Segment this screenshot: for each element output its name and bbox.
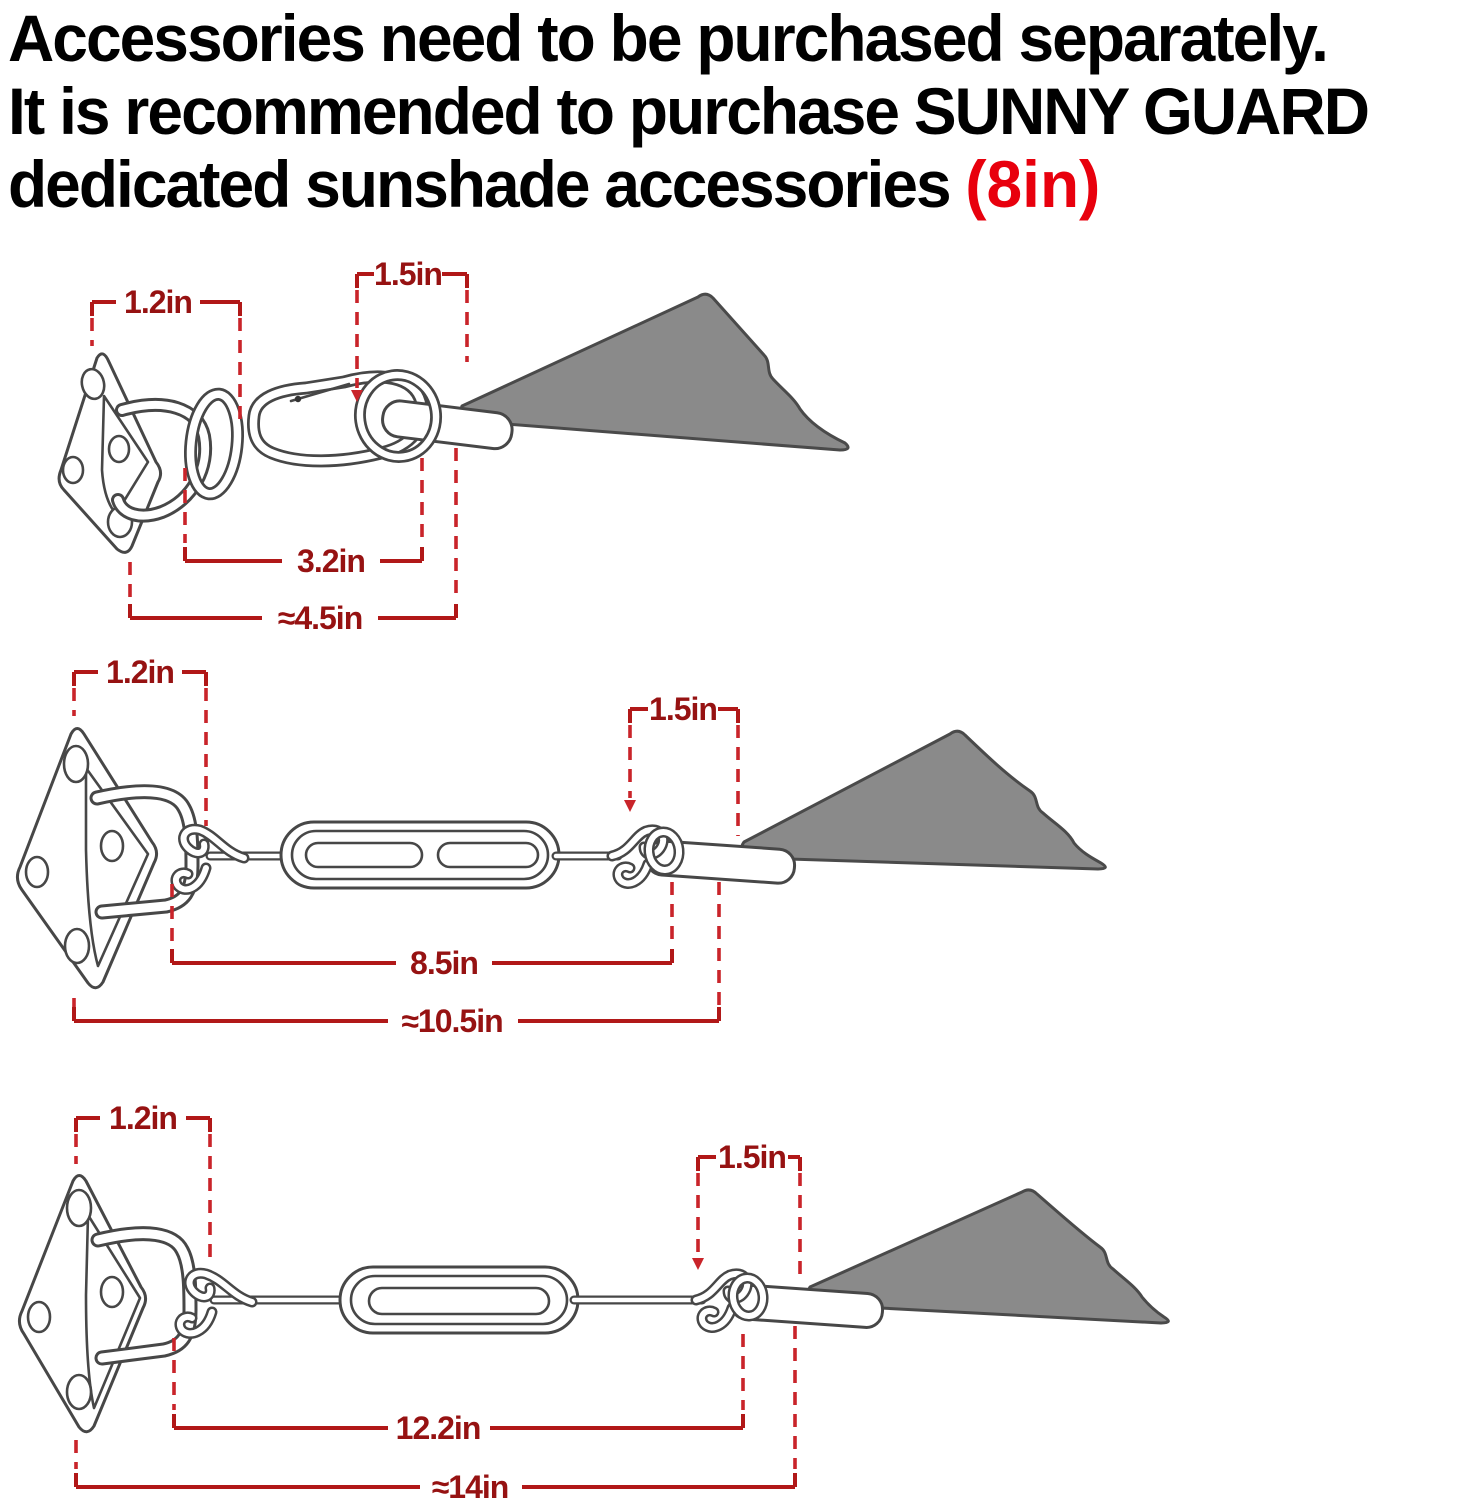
headline-line3: dedicated sunshade accessories(8in): [8, 148, 1368, 221]
headline-line1: Accessories need to be purchased separat…: [8, 1, 1329, 75]
sail-corner: [740, 729, 1107, 871]
webbing-strap: [381, 399, 514, 451]
chain-link: [186, 392, 242, 496]
dim-part-length-1: 3.2in: [183, 458, 424, 579]
headline: Accessories need to be purchased separat…: [8, 1, 1370, 221]
pad-eye: [17, 1174, 190, 1434]
sail-corner: [806, 1188, 1170, 1325]
pad-eye: [15, 727, 192, 990]
dim-label-total-length-2: ≈10.5in: [401, 1003, 502, 1039]
headline-line3-text: dedicated sunshade accessories: [8, 147, 952, 221]
diagram-carabiner-assembly: 1.2in 1.5in 3.2in ≈4.5in: [57, 256, 850, 636]
dim-pad-width-2: 1.2in: [72, 654, 208, 826]
dim-part-length-3: 12.2in: [172, 1334, 745, 1446]
dim-label-part-length-3: 12.2in: [396, 1410, 481, 1446]
dim-label-total-length-3: ≈14in: [432, 1469, 509, 1500]
dim-ring-width-2: 1.5in: [624, 691, 740, 836]
dim-label-ring-width-2: 1.5in: [649, 691, 717, 727]
dim-label-total-length-1: ≈4.5in: [278, 600, 362, 636]
dim-total-length-1: ≈4.5in: [128, 448, 458, 636]
dim-ring-width-1: 1.5in: [351, 256, 469, 402]
headline-line2: It is recommended to purchase SUNNY GUAR…: [8, 74, 1370, 148]
diagram-turnbuckle-long: 1.2in 1.5in 12.2in ≈14in: [17, 1100, 1170, 1500]
dim-part-length-2: 8.5in: [170, 882, 674, 981]
turnbuckle-body: [338, 1265, 580, 1335]
dim-label-ring-width-1: 1.5in: [374, 256, 442, 292]
dim-label-part-length-2: 8.5in: [410, 945, 478, 981]
dim-label-pad-width-1: 1.2in: [124, 284, 192, 320]
diagram-turnbuckle-medium: 1.2in 1.5in 8.5in ≈10.5in: [15, 654, 1107, 1039]
size-callout: (8in): [965, 147, 1101, 221]
carabiner: [253, 377, 422, 461]
dim-label-pad-width-3: 1.2in: [109, 1100, 177, 1136]
turnbuckle-body: [279, 820, 561, 890]
dim-ring-width-3: 1.5in: [692, 1139, 802, 1280]
dim-total-length-2: ≈10.5in: [72, 882, 721, 1039]
dim-label-part-length-1: 3.2in: [297, 543, 365, 579]
sail-corner: [459, 292, 850, 452]
dim-pad-width-1: 1.2in: [90, 284, 242, 428]
dim-label-pad-width-2: 1.2in: [106, 654, 174, 690]
pad-eye: [57, 352, 205, 554]
carabiner-rivet: [294, 395, 302, 403]
dim-label-ring-width-3: 1.5in: [718, 1139, 786, 1175]
dim-total-length-3: ≈14in: [74, 1326, 797, 1500]
dim-pad-width-3: 1.2in: [74, 1100, 212, 1266]
